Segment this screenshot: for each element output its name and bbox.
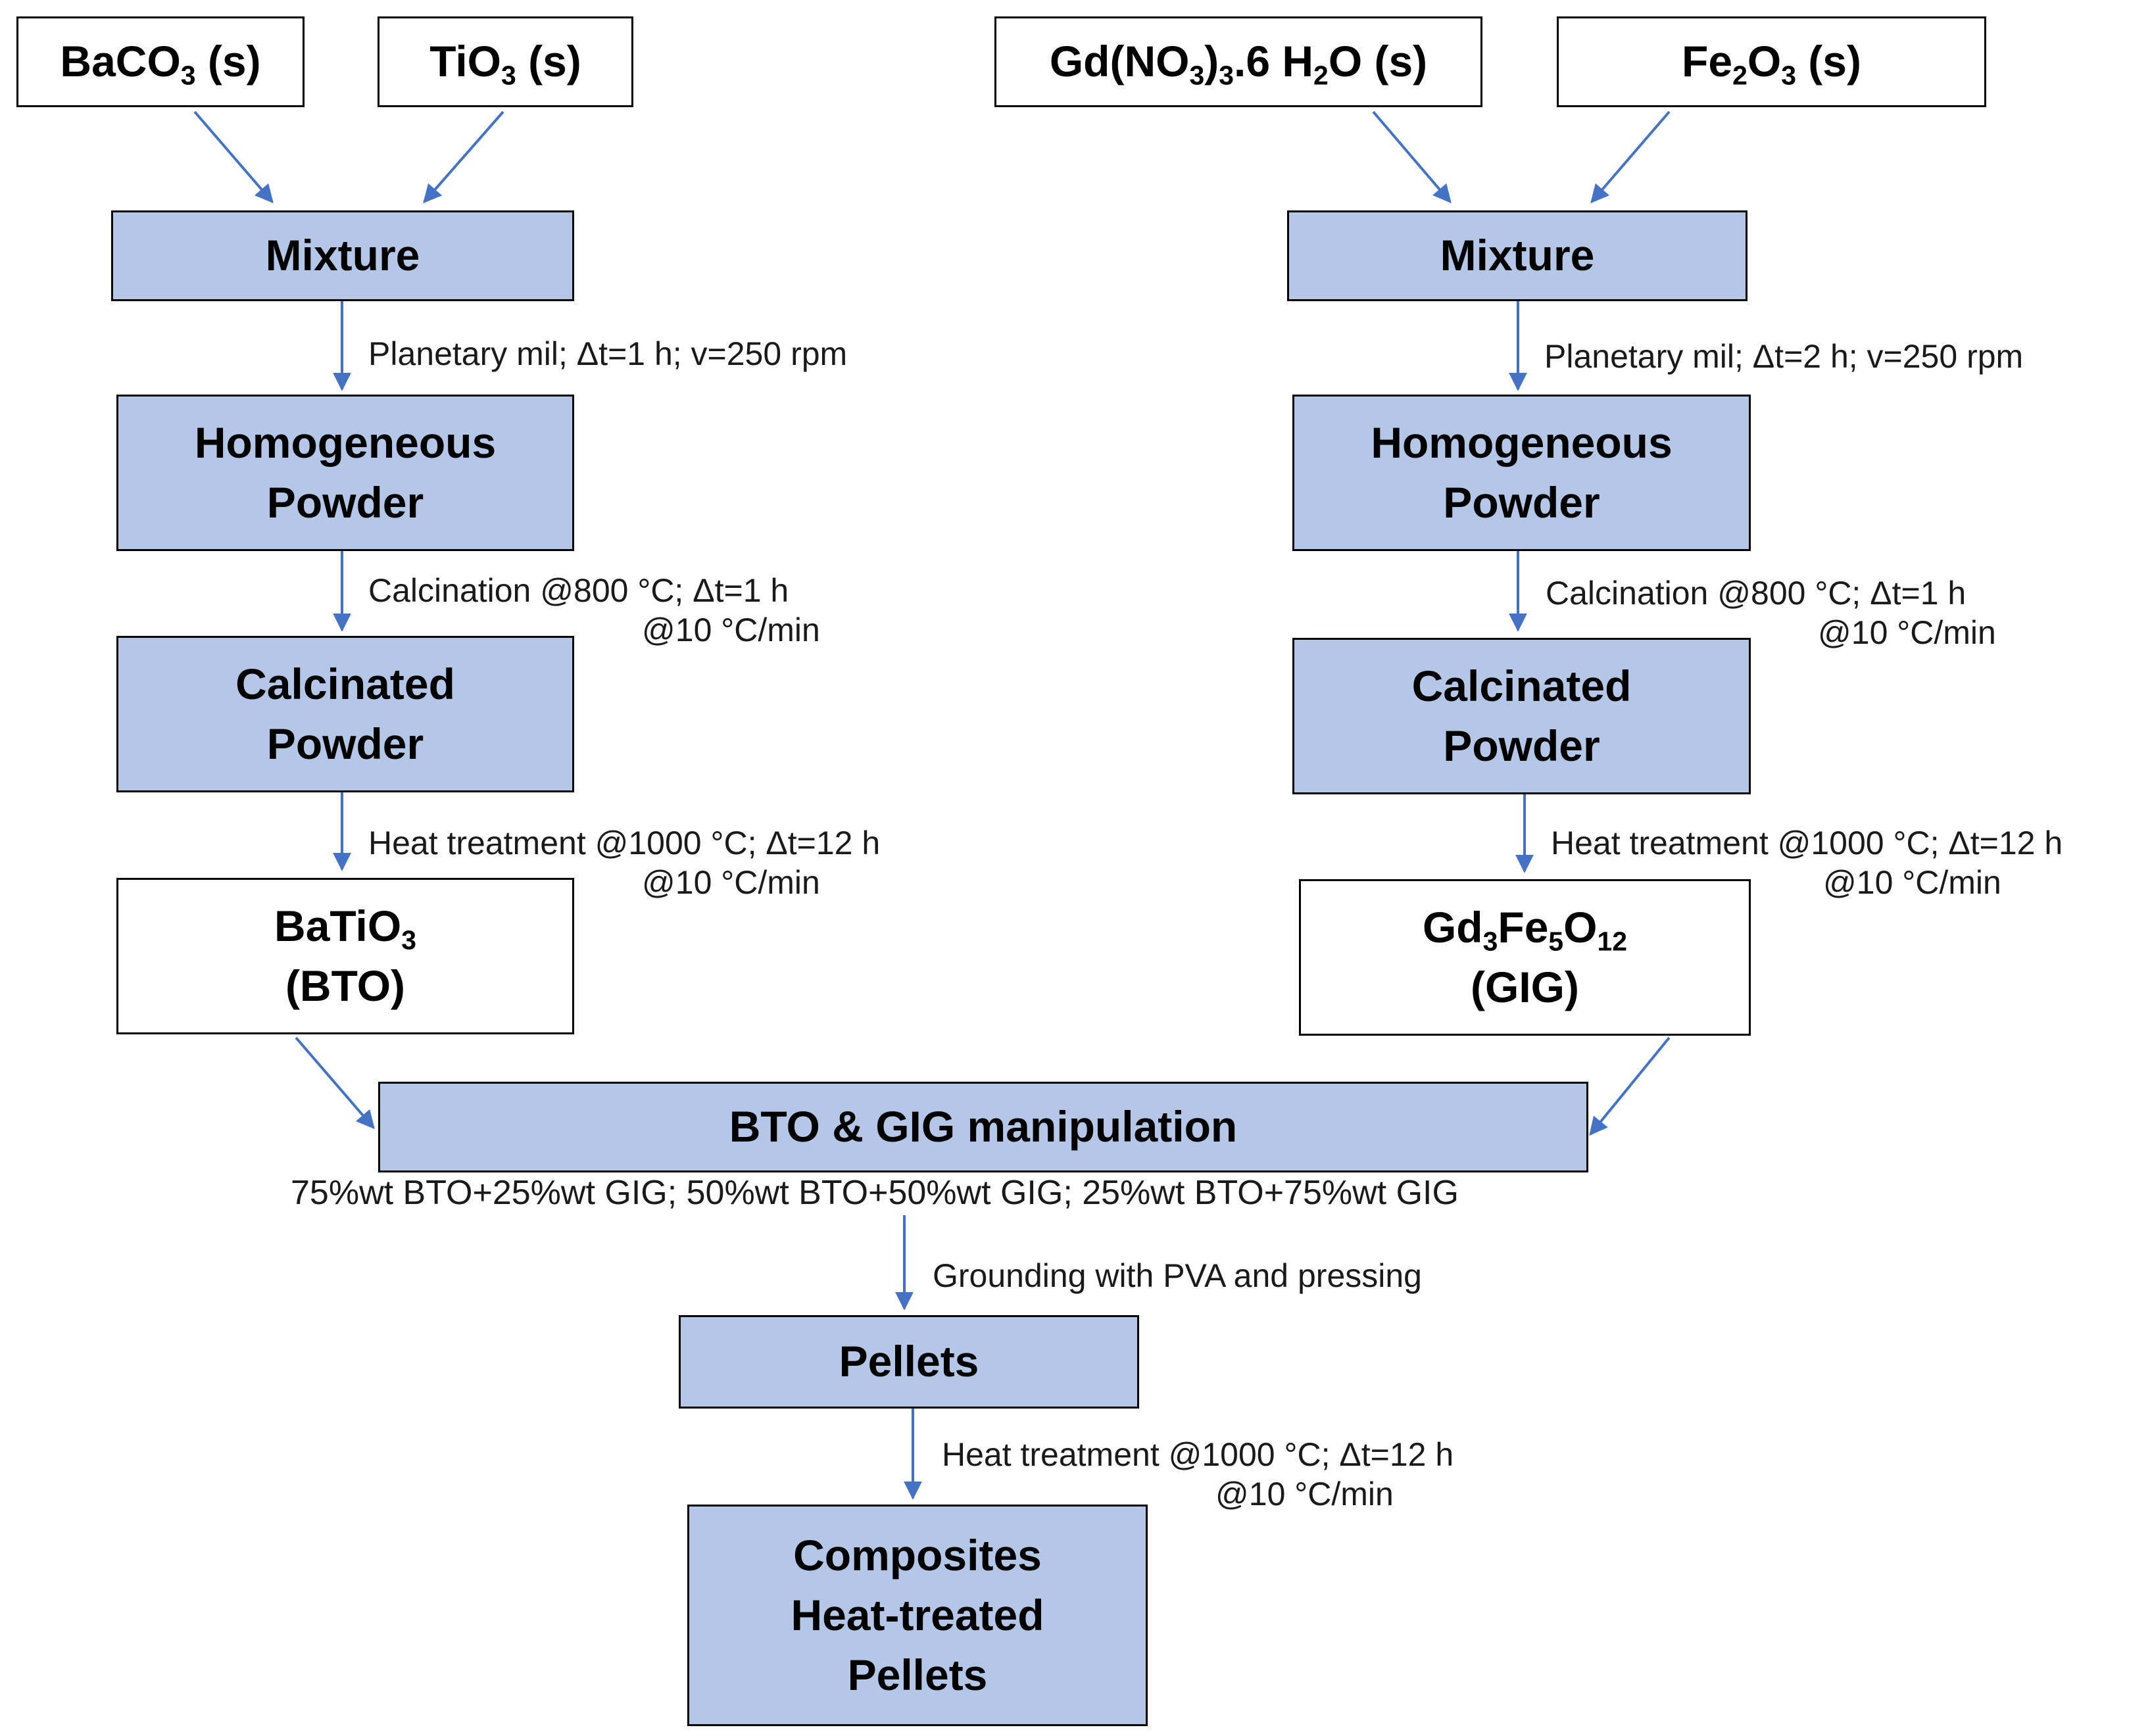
arrow-bto-to-merge bbox=[295, 1036, 375, 1130]
arrow-tio3-to-mixture bbox=[423, 110, 504, 204]
gig-formula: Gd3Fe5O12 bbox=[1422, 902, 1628, 957]
left-heat-treatment-step-label: Heat treatment @1000 °C; Δt=12 h @10 °C/… bbox=[368, 823, 880, 902]
right-homogeneous-powder-box: Homogeneous Powder bbox=[1292, 395, 1751, 551]
input-tio3-box: TiO3 (s) bbox=[378, 16, 633, 107]
right-heat-treatment-step-label: Heat treatment @1000 °C; Δt=12 h @10 °C/… bbox=[1551, 823, 2063, 902]
composites-final-box: Composites Heat-treated Pellets bbox=[687, 1505, 1148, 1726]
input-gd-nitrate-formula: Gd(NO3)3.6 H2O (s) bbox=[1049, 37, 1428, 91]
pellets-box: Pellets bbox=[679, 1315, 1139, 1409]
grounding-step-label: Grounding with PVA and pressing bbox=[933, 1257, 1422, 1294]
right-milling-step-label: Planetary mil; Δt=2 h; v=250 rpm bbox=[1544, 338, 2024, 375]
composites-line2: Heat-treated bbox=[791, 1590, 1044, 1639]
bto-abbreviation: (BTO) bbox=[285, 961, 406, 1010]
left-homogeneous-line2: Powder bbox=[266, 478, 424, 527]
input-gd-nitrate-box: Gd(NO3)3.6 H2O (s) bbox=[994, 16, 1482, 107]
input-tio3-formula: TiO3 (s) bbox=[429, 37, 581, 91]
left-calcinated-line1: Calcinated bbox=[235, 659, 455, 708]
pellets-label: Pellets bbox=[839, 1337, 979, 1386]
left-calcination-line1: Calcination @800 °C; Δt=1 h bbox=[368, 572, 789, 609]
final-heat-treatment-step-label: Heat treatment @1000 °C; Δt=12 h @10 °C/… bbox=[942, 1435, 1454, 1514]
gig-abbreviation: (GIG) bbox=[1471, 963, 1579, 1011]
right-homogeneous-line2: Powder bbox=[1443, 478, 1600, 527]
left-homogeneous-powder-box: Homogeneous Powder bbox=[116, 395, 574, 551]
right-mixture-label: Mixture bbox=[1440, 231, 1595, 280]
composition-ratios-label: 75%wt BTO+25%wt GIG; 50%wt BTO+50%wt GIG… bbox=[291, 1174, 1459, 1212]
arrow-gdnitrate-to-mixture bbox=[1372, 110, 1452, 204]
left-milling-step-label: Planetary mil; Δt=1 h; v=250 rpm bbox=[368, 335, 848, 372]
arrow-fe2o3-to-mixture bbox=[1590, 110, 1671, 204]
composites-line3: Pellets bbox=[847, 1651, 988, 1700]
arrow-baco3-to-mixture bbox=[193, 110, 274, 204]
bto-product-box: BaTiO3 (BTO) bbox=[116, 878, 574, 1034]
bto-formula: BaTiO3 bbox=[274, 901, 416, 955]
left-heat-line1: Heat treatment @1000 °C; Δt=12 h bbox=[368, 825, 881, 861]
final-heat-line2: @10 °C/min bbox=[1215, 1476, 1394, 1512]
composites-line1: Composites bbox=[793, 1530, 1042, 1579]
left-mixture-box: Mixture bbox=[111, 210, 574, 301]
right-calcination-line1: Calcination @800 °C; Δt=1 h bbox=[1546, 575, 1967, 612]
left-calcinated-powder-box: Calcinated Powder bbox=[116, 636, 574, 792]
input-fe2o3-box: Fe2O3 (s) bbox=[1557, 16, 1986, 107]
right-calcinated-line1: Calcinated bbox=[1411, 661, 1632, 710]
left-calcinated-line2: Powder bbox=[266, 719, 424, 768]
right-heat-line1: Heat treatment @1000 °C; Δt=12 h bbox=[1551, 825, 2063, 861]
gig-product-box: Gd3Fe5O12 (GIG) bbox=[1299, 879, 1751, 1036]
input-fe2o3-formula: Fe2O3 (s) bbox=[1682, 37, 1861, 91]
left-mixture-label: Mixture bbox=[265, 231, 420, 280]
right-calcination-step-label: Calcination @800 °C; Δt=1 h @10 °C/min bbox=[1546, 573, 1996, 652]
merge-manipulation-box: BTO & GIG manipulation bbox=[378, 1082, 1588, 1172]
final-heat-line1: Heat treatment @1000 °C; Δt=12 h bbox=[942, 1436, 1454, 1473]
right-homogeneous-line1: Homogeneous bbox=[1371, 418, 1673, 467]
merge-manipulation-title: BTO & GIG manipulation bbox=[729, 1102, 1238, 1151]
right-mixture-box: Mixture bbox=[1287, 210, 1747, 301]
right-calcination-line2: @10 °C/min bbox=[1818, 614, 1996, 651]
left-calcination-step-label: Calcination @800 °C; Δt=1 h @10 °C/min bbox=[368, 571, 820, 650]
right-calcinated-powder-box: Calcinated Powder bbox=[1292, 638, 1751, 794]
left-calcination-line2: @10 °C/min bbox=[642, 612, 820, 648]
left-heat-line2: @10 °C/min bbox=[642, 864, 820, 901]
input-baco3-formula: BaCO3 (s) bbox=[60, 37, 261, 91]
left-homogeneous-line1: Homogeneous bbox=[194, 418, 497, 467]
right-calcinated-line2: Powder bbox=[1443, 721, 1600, 770]
arrow-gig-to-merge bbox=[1589, 1036, 1671, 1136]
input-baco3-box: BaCO3 (s) bbox=[16, 16, 305, 107]
right-heat-line2: @10 °C/min bbox=[1823, 864, 2001, 901]
